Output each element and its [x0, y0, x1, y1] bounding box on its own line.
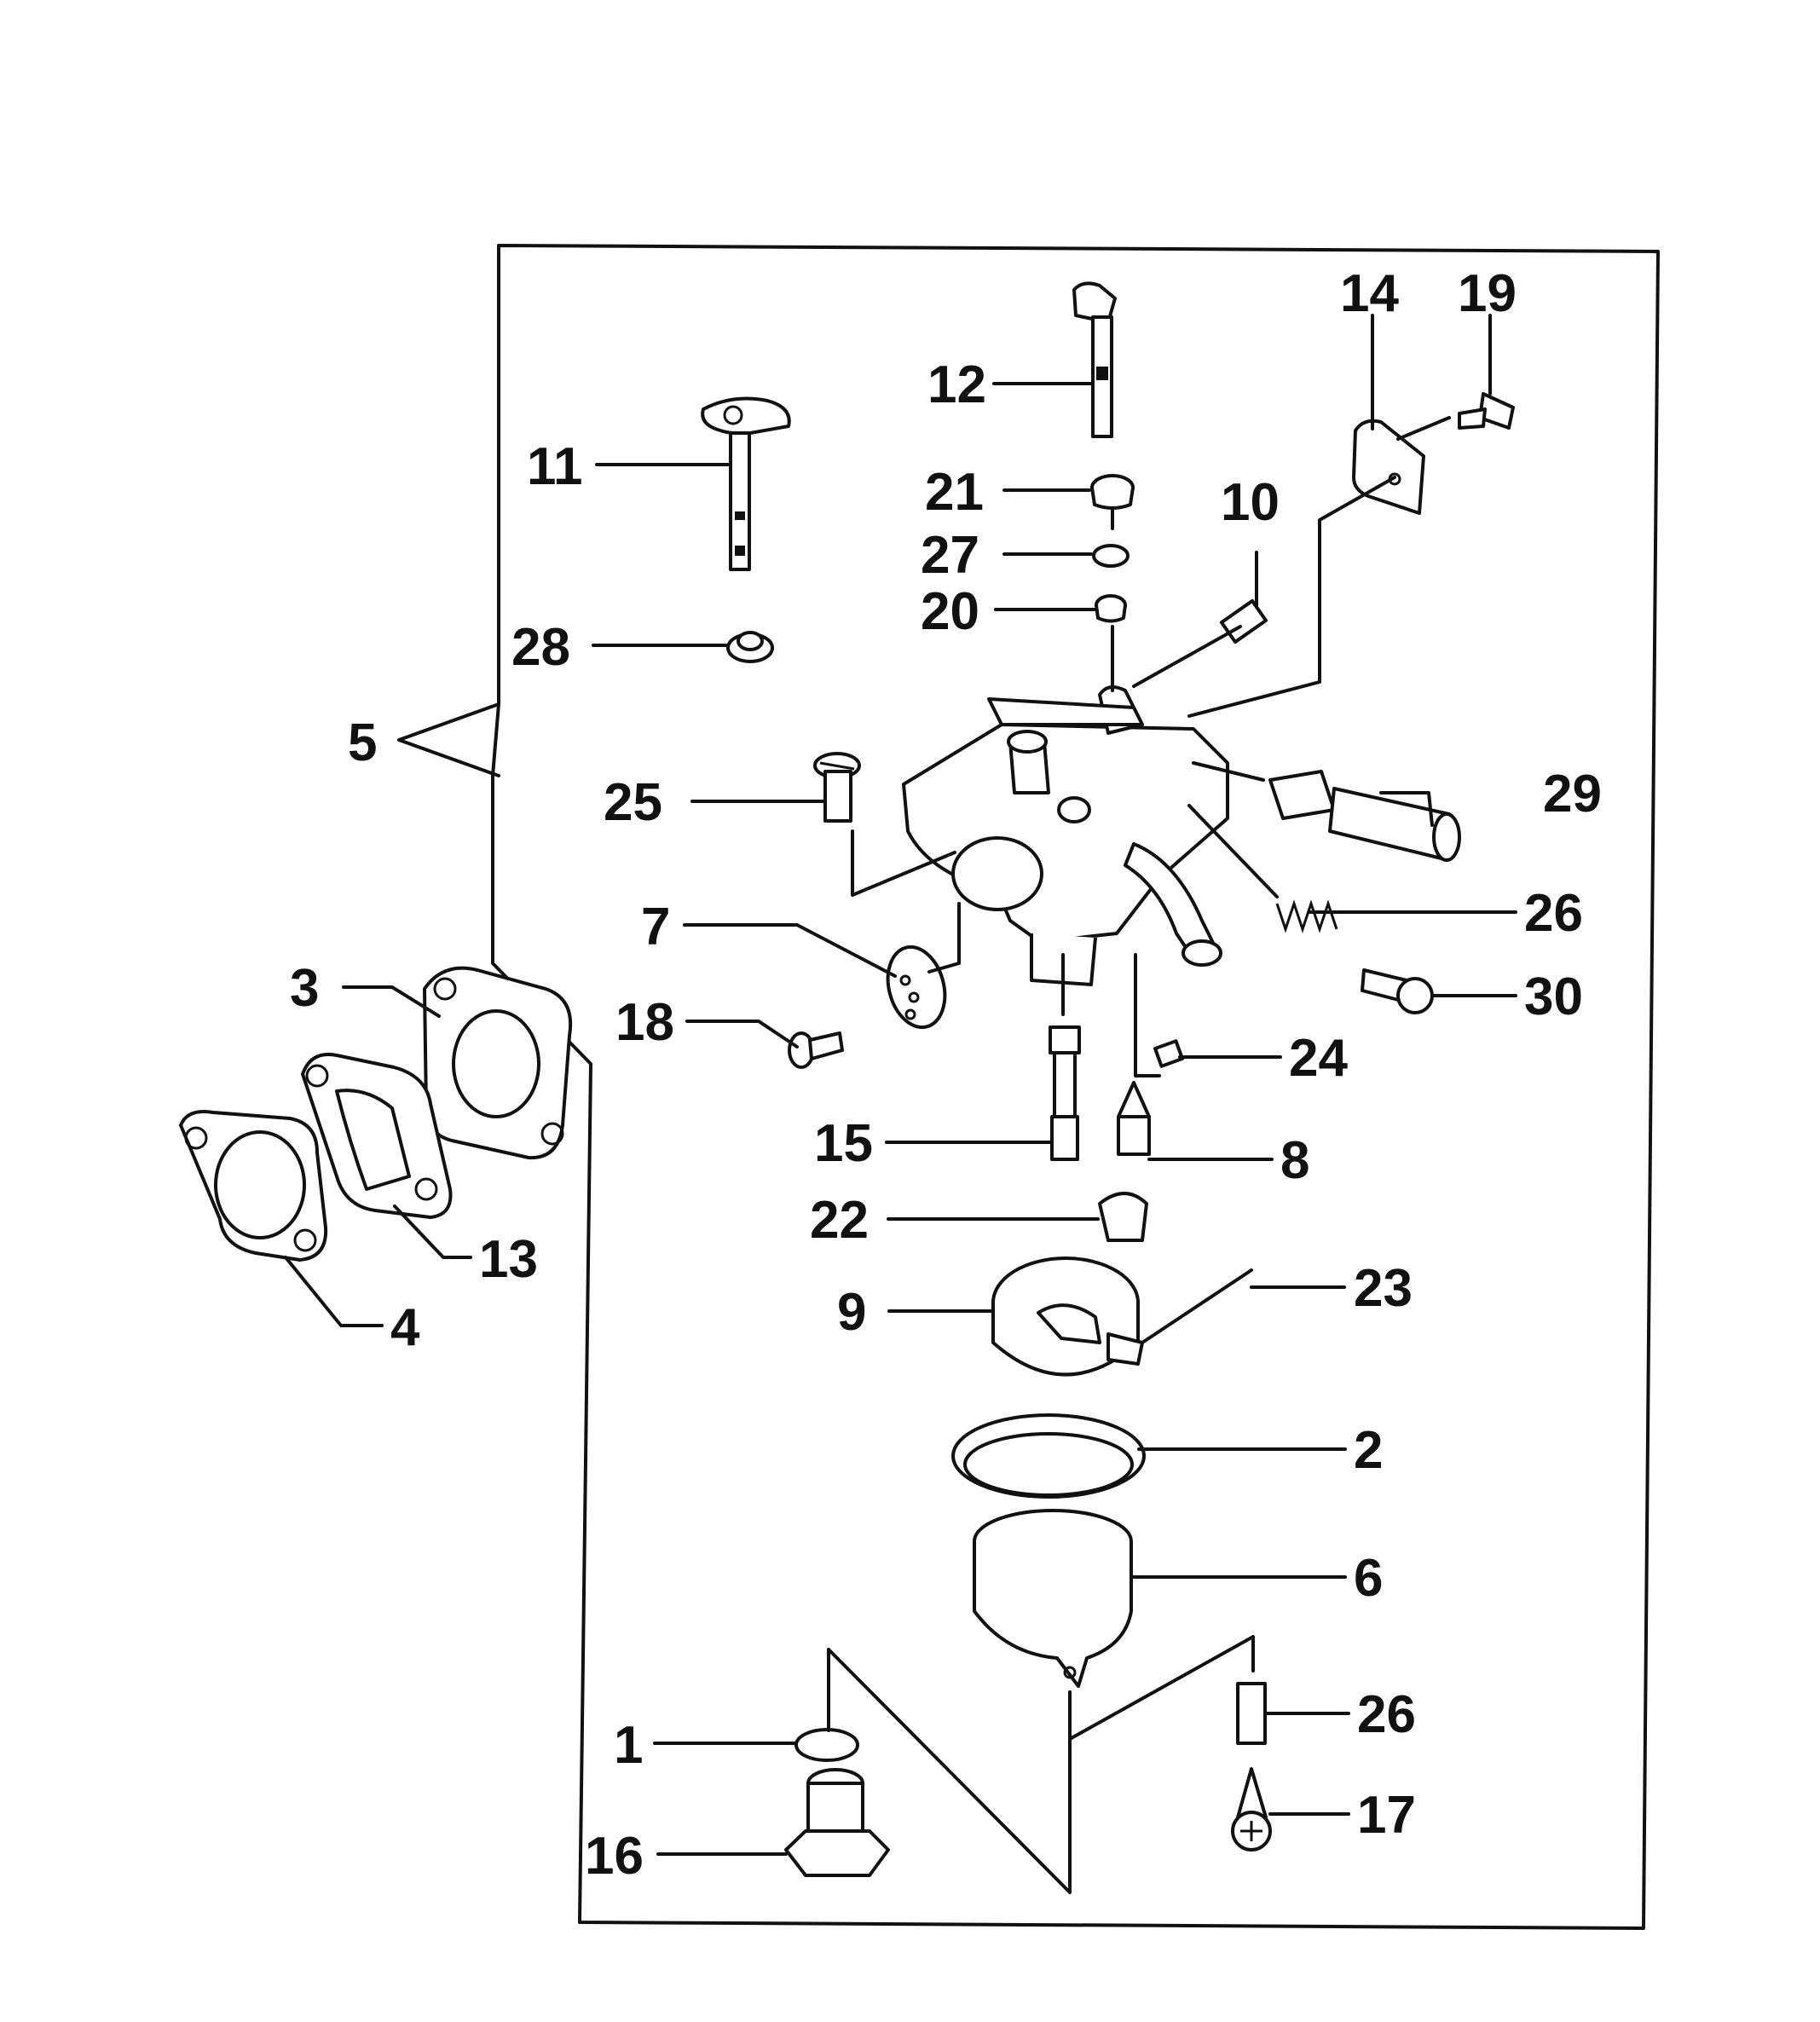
- callout-23: 23: [1354, 1259, 1413, 1318]
- callout-9: 9: [837, 1283, 866, 1342]
- callout-1: 1: [614, 1716, 643, 1775]
- drain-nut-16: [784, 1768, 890, 1877]
- gasket-13: [301, 1053, 453, 1219]
- callout-8: 8: [1280, 1131, 1309, 1190]
- callout-2: 2: [1354, 1421, 1383, 1480]
- callout-28: 28: [511, 618, 570, 677]
- seal-28: [726, 631, 774, 663]
- callout-18: 18: [615, 993, 674, 1052]
- washer-27: [1092, 544, 1130, 568]
- screw-30: [1361, 968, 1434, 1014]
- jet-20: [1095, 594, 1127, 623]
- callout-26b: 26: [1357, 1685, 1416, 1744]
- callout-10: 10: [1221, 473, 1280, 532]
- callout-20: 20: [921, 582, 979, 641]
- carburetor-body: [902, 685, 1229, 986]
- callout-17: 17: [1357, 1786, 1416, 1845]
- float-pin-23: [1141, 1268, 1253, 1344]
- callout-30: 30: [1524, 968, 1583, 1026]
- leader-lines: [284, 314, 1517, 1856]
- screw-17: [1231, 1767, 1272, 1852]
- float-bowl-6: [973, 1509, 1133, 1688]
- spring-26-lower: [1236, 1682, 1267, 1745]
- throttle-shaft-11: [701, 396, 791, 571]
- spring-26-upper: [1275, 899, 1338, 933]
- callout-5: 5: [348, 713, 377, 772]
- screw-18: [788, 1031, 844, 1069]
- callout-26a: 26: [1524, 884, 1583, 943]
- callout-24: 24: [1289, 1029, 1348, 1088]
- callout-6: 6: [1354, 1549, 1383, 1608]
- screw-25: [813, 752, 861, 823]
- gasket-4: [179, 1110, 328, 1262]
- emulsion-tube-15: [1049, 1025, 1081, 1161]
- callout-3: 3: [290, 959, 319, 1018]
- callout-labels: 1 2 3 4 5 6 7 8 9 10 11 12 13 14 15 16 1…: [290, 264, 1602, 1886]
- callout-27: 27: [921, 526, 979, 585]
- choke-shaft-12: [1072, 281, 1117, 438]
- assembly-outline: [491, 244, 1660, 1930]
- callout-14: 14: [1340, 264, 1399, 323]
- plug-21: [1090, 474, 1135, 510]
- plate-14: [1352, 419, 1425, 515]
- clip-22: [1098, 1192, 1148, 1242]
- o-ring-2: [951, 1413, 1146, 1499]
- float-9: [991, 1257, 1144, 1377]
- callout-29: 29: [1543, 765, 1602, 823]
- diaphragm-7: [886, 945, 947, 1030]
- screw-19: [1458, 392, 1515, 430]
- callout-7: 7: [641, 898, 670, 956]
- callout-22: 22: [810, 1191, 869, 1250]
- washer-1: [794, 1728, 859, 1762]
- callout-11: 11: [527, 437, 583, 496]
- callout-25: 25: [604, 773, 662, 832]
- item-5-bracket: [397, 702, 500, 777]
- tube-29: [1268, 770, 1461, 862]
- callout-21: 21: [925, 463, 984, 522]
- float-needle-8: [1117, 1081, 1151, 1156]
- callout-12: 12: [927, 355, 986, 414]
- callout-13: 13: [479, 1230, 538, 1289]
- alignment-lines: [827, 416, 1451, 1894]
- callout-15: 15: [814, 1114, 873, 1173]
- callout-4: 4: [390, 1298, 420, 1357]
- gasket-3: [423, 966, 573, 1160]
- plug-24: [1153, 1039, 1184, 1068]
- callout-16: 16: [585, 1827, 644, 1886]
- spring-10: [1219, 598, 1268, 644]
- callout-19: 19: [1458, 264, 1517, 323]
